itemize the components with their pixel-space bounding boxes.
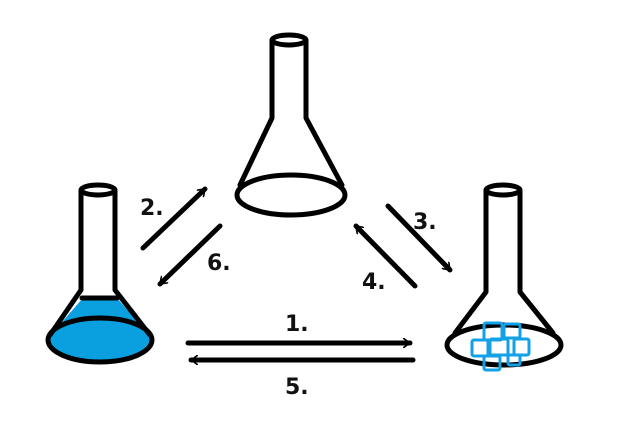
ice-cube <box>502 322 522 340</box>
flask-right-solid <box>444 182 564 372</box>
label-2: 2. <box>140 196 164 221</box>
arrow-2 <box>140 186 208 251</box>
arrow-3 <box>385 203 453 273</box>
label-4: 4. <box>362 270 386 295</box>
arrow-6 <box>157 223 223 287</box>
ice-cube <box>470 338 490 358</box>
label-1: 1. <box>285 312 309 337</box>
ice-cubes <box>470 321 531 372</box>
label-5: 5. <box>285 375 309 400</box>
flask-left-liquid <box>45 182 155 365</box>
ice-cube <box>506 353 522 367</box>
ice-cube <box>482 354 502 372</box>
label-6: 6. <box>207 251 231 276</box>
label-3: 3. <box>413 210 437 235</box>
flask-top-empty <box>234 32 348 218</box>
ice-cube <box>512 337 531 357</box>
arrow-4 <box>353 223 418 289</box>
